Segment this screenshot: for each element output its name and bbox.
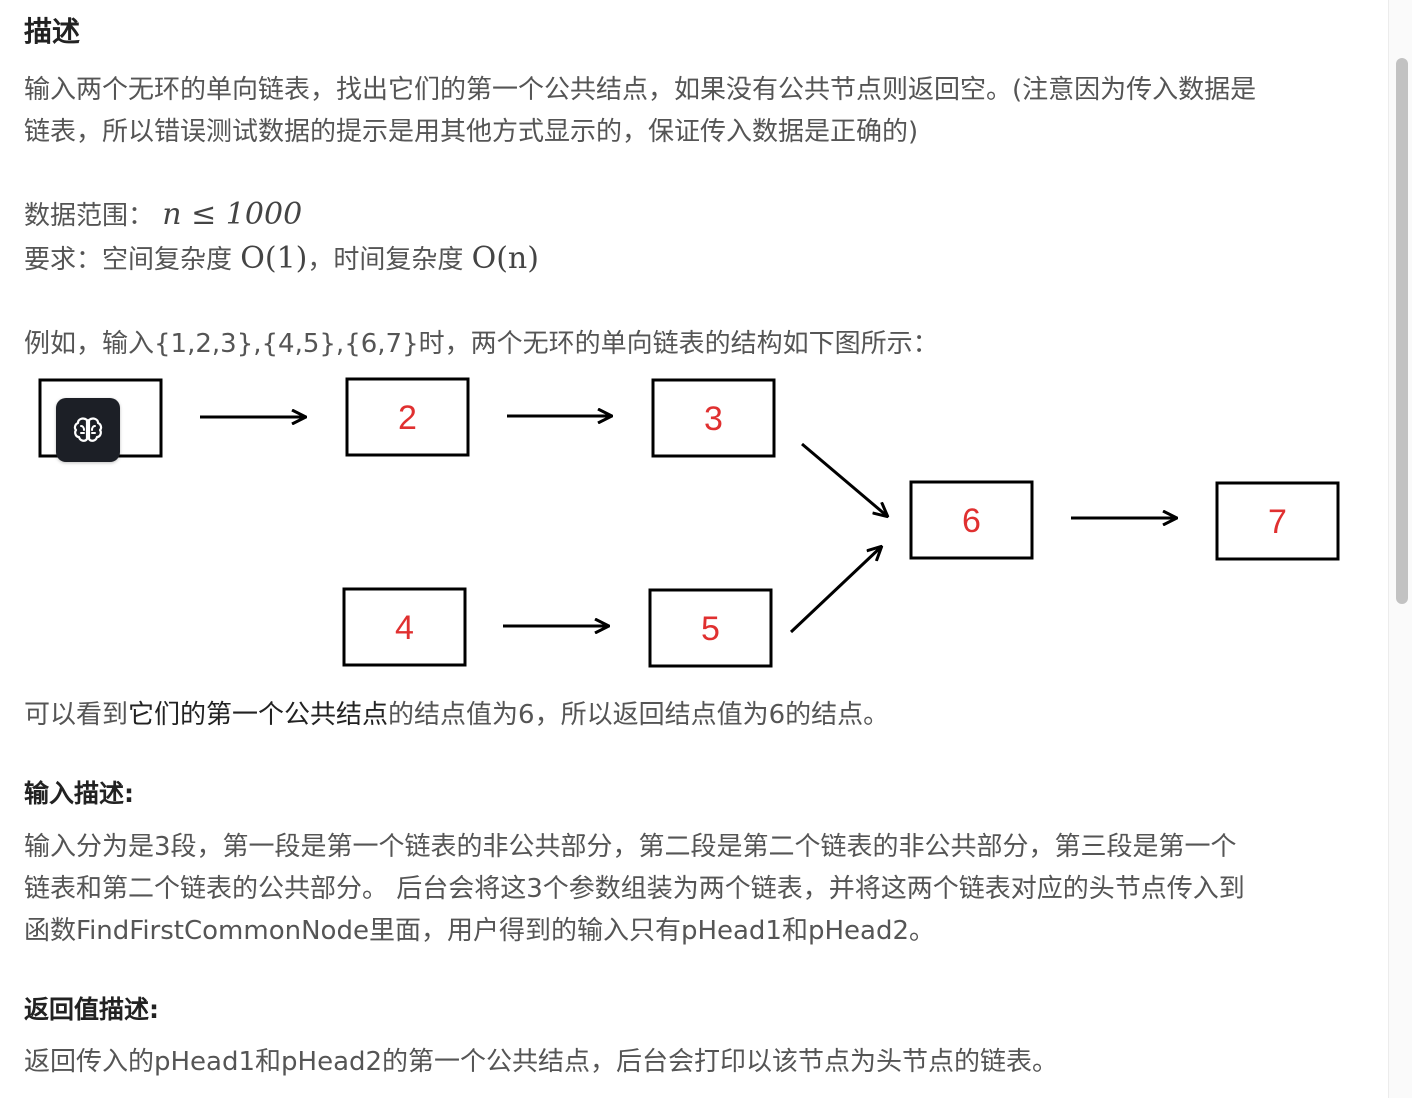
list-node-n3: 3: [651, 378, 776, 458]
scrollbar-thumb[interactable]: [1396, 58, 1408, 604]
return-description-heading: 返回值描述:: [24, 995, 159, 1024]
requirement-separator: ，时间复杂度: [307, 245, 472, 275]
data-range-math: n ≤ 1000: [162, 197, 303, 232]
node-label: 6: [962, 502, 981, 540]
description-paragraph: 输入两个无环的单向链表，找出它们的第一个公共结点，如果没有公共节点则返回空。(注…: [24, 69, 1256, 153]
node-label: 2: [398, 399, 417, 437]
result-text-post: 的结点值为6，所以返回结点值为6的结点。: [388, 700, 890, 730]
input-description-line-3: 函数FindFirstCommonNode里面，用户得到的输入只有pHead1和…: [24, 916, 936, 946]
node-box: [648, 588, 773, 668]
node-box: [651, 378, 776, 458]
input-description-heading: 输入描述:: [24, 779, 134, 808]
description-line-1: 输入两个无环的单向链表，找出它们的第一个公共结点，如果没有公共节点则返回空。(注…: [24, 75, 1257, 105]
list-node-n5: 5: [648, 588, 773, 668]
input-description-line-2: 链表和第二个链表的公共部分。 后台会将这3个参数组装为两个链表，并将这两个链表对…: [24, 874, 1245, 904]
diagram-edges: [200, 416, 1176, 632]
description-heading: 描述: [24, 15, 81, 48]
time-complexity-math: O(n): [471, 241, 539, 276]
example-text: 例如，输入{1,2,3},{4,5},{6,7}时，两个无环的单向链表的结构如下…: [24, 329, 939, 359]
requirement-label: 要求：空间复杂度: [24, 245, 241, 275]
node-label: 5: [701, 610, 720, 648]
return-description-paragraph: 返回传入的pHead1和pHead2的第一个公共结点，后台会打印以该节点为头节点…: [24, 1047, 1059, 1077]
space-complexity-math: O(1): [240, 241, 308, 276]
node-box: [1215, 481, 1340, 561]
node-box: [342, 587, 467, 667]
list-node-n7: 7: [1215, 481, 1340, 561]
result-text-pre: 可以看到: [24, 700, 129, 730]
diagram-nodes: 2 3 4 5 6 7: [38, 377, 1340, 668]
data-range: 数据范围： n ≤ 1000: [24, 194, 302, 237]
complexity-requirement: 要求：空间复杂度 O(1)，时间复杂度 O(n): [24, 238, 539, 281]
arrow-n5-n6: [789, 547, 881, 634]
data-range-label: 数据范围：: [24, 201, 155, 231]
description-line-2: 链表，所以错误测试数据的提示是用其他方式显示的，保证传入数据是正确的): [24, 117, 919, 147]
input-description-paragraph: 输入分为是3段，第一段是第一个链表的非公共部分，第二段是第二个链表的非公共部分，…: [24, 826, 1245, 952]
node-label: 7: [1268, 503, 1287, 541]
node-label: 4: [395, 609, 414, 647]
brain-icon: [73, 417, 103, 442]
ai-assistant-button[interactable]: [56, 398, 120, 462]
node-label: 3: [704, 400, 723, 438]
linked-list-diagram: 2 3 4 5 6 7: [38, 377, 1340, 668]
node-box: [345, 377, 470, 457]
arrow-n3-n6: [801, 442, 887, 516]
input-description-line-1: 输入分为是3段，第一段是第一个链表的非公共部分，第二段是第二个链表的非公共部分，…: [24, 832, 1237, 862]
node-box: [909, 480, 1034, 560]
result-explanation: 可以看到它们的第一个公共结点的结点值为6，所以返回结点值为6的结点。: [24, 694, 889, 736]
result-text-highlight: 它们的第一个公共结点: [128, 700, 389, 730]
list-node-n6: 6: [909, 480, 1034, 560]
list-node-n4: 4: [342, 587, 467, 667]
list-node-n2: 2: [345, 377, 470, 457]
